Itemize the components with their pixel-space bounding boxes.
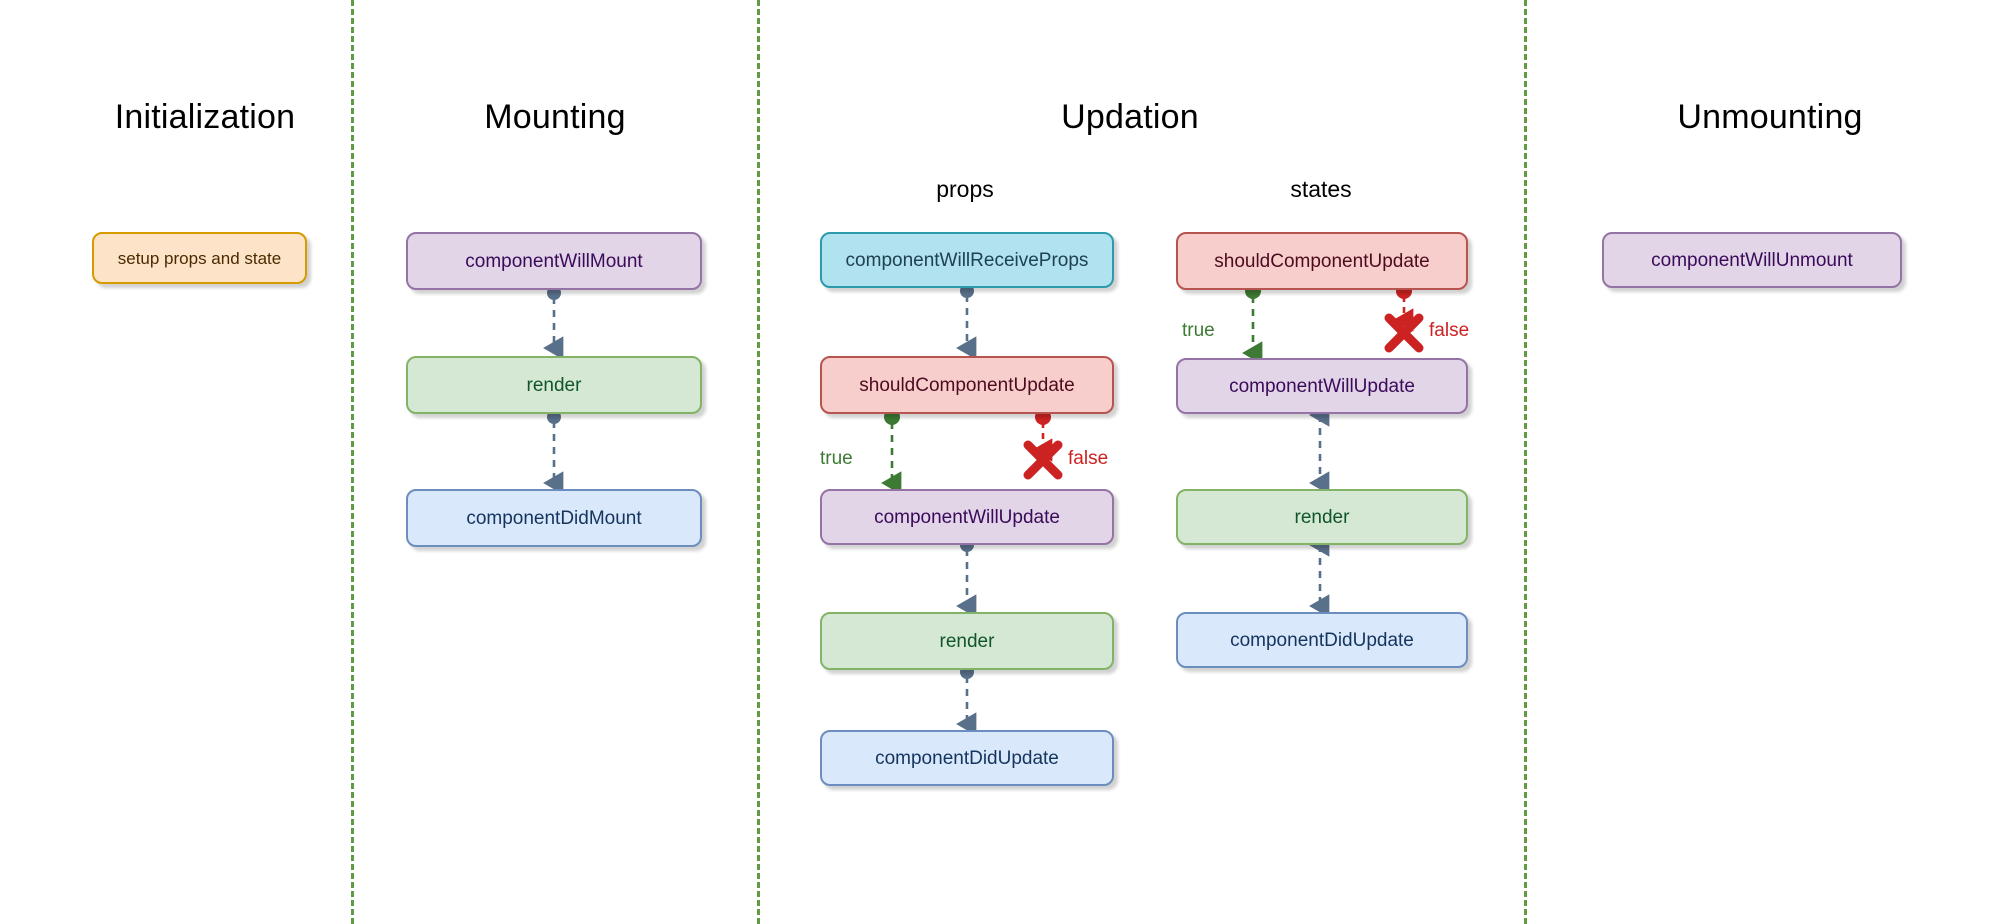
node-props-render[interactable]: render: [820, 612, 1114, 670]
section-title-mounting: Mounting: [484, 98, 626, 136]
section-title-unmounting: Unmounting: [1677, 98, 1863, 136]
node-props-component-will-update[interactable]: componentWillUpdate: [820, 489, 1114, 545]
section-title-updation: Updation: [1061, 98, 1199, 136]
node-component-will-unmount[interactable]: componentWillUnmount: [1602, 232, 1902, 288]
branch-label-true-states: true: [1182, 320, 1215, 341]
node-component-did-mount[interactable]: componentDidMount: [406, 489, 702, 547]
node-states-component-did-update[interactable]: componentDidUpdate: [1176, 612, 1468, 668]
subtitle-states: states: [1290, 176, 1352, 202]
section-title-initialization: Initialization: [114, 98, 296, 136]
node-component-will-mount[interactable]: componentWillMount: [406, 232, 702, 290]
node-mounting-render[interactable]: render: [406, 356, 702, 414]
node-component-will-receive-props[interactable]: componentWillReceiveProps: [820, 232, 1114, 288]
stop-x-icon: [1023, 440, 1063, 480]
branch-label-false-props: false: [1068, 448, 1109, 469]
divider-mounting-updation: [757, 0, 760, 924]
divider-updation-unmounting: [1524, 0, 1527, 924]
node-states-should-component-update[interactable]: shouldComponentUpdate: [1176, 232, 1468, 290]
node-props-should-component-update[interactable]: shouldComponentUpdate: [820, 356, 1114, 414]
branch-label-true-props: true: [820, 448, 853, 469]
node-states-component-will-update[interactable]: componentWillUpdate: [1176, 358, 1468, 414]
node-states-render[interactable]: render: [1176, 489, 1468, 545]
node-props-component-did-update[interactable]: componentDidUpdate: [820, 730, 1114, 786]
stop-x-icon: [1384, 313, 1424, 353]
branch-label-false-states: false: [1429, 320, 1470, 341]
divider-initialization-mounting: [351, 0, 354, 924]
node-setup-props-and-state[interactable]: setup props and state: [92, 232, 307, 284]
subtitle-props: props: [936, 176, 994, 202]
